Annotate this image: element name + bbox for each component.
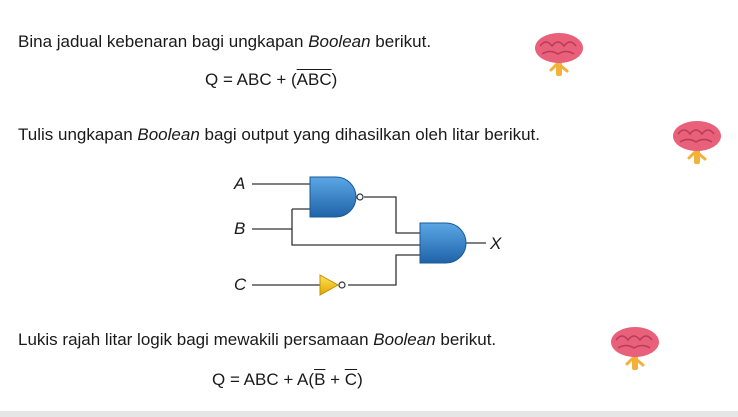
label-input-a: A [233, 174, 245, 193]
question-1-text: Bina jadual kebenaran bagi ungkapan Bool… [18, 32, 432, 51]
circuit-wires [252, 183, 486, 286]
question-3-text: Lukis rajah litar logik bagi mewakili pe… [18, 330, 497, 349]
not-gate [319, 274, 340, 296]
label-input-b: B [234, 219, 245, 238]
nand-bubble [356, 193, 364, 201]
label-input-c: C [234, 275, 247, 294]
brain-icon [673, 121, 721, 164]
and-gate-2 [419, 222, 467, 264]
bottom-divider [0, 411, 738, 417]
equation-3: Q = ABC + A(B + C) [212, 370, 363, 389]
not-bubble [338, 281, 346, 289]
question-2-text: Tulis ungkapan Boolean bagi output yang … [18, 125, 540, 144]
label-output-x: X [489, 234, 502, 253]
brain-icon [535, 33, 583, 76]
equation-1: Q = ABC + (ABC) [205, 70, 338, 89]
logic-circuit-diagram: A B C X [233, 174, 502, 296]
and-gate-1 [309, 176, 357, 218]
brain-icon [611, 327, 659, 370]
